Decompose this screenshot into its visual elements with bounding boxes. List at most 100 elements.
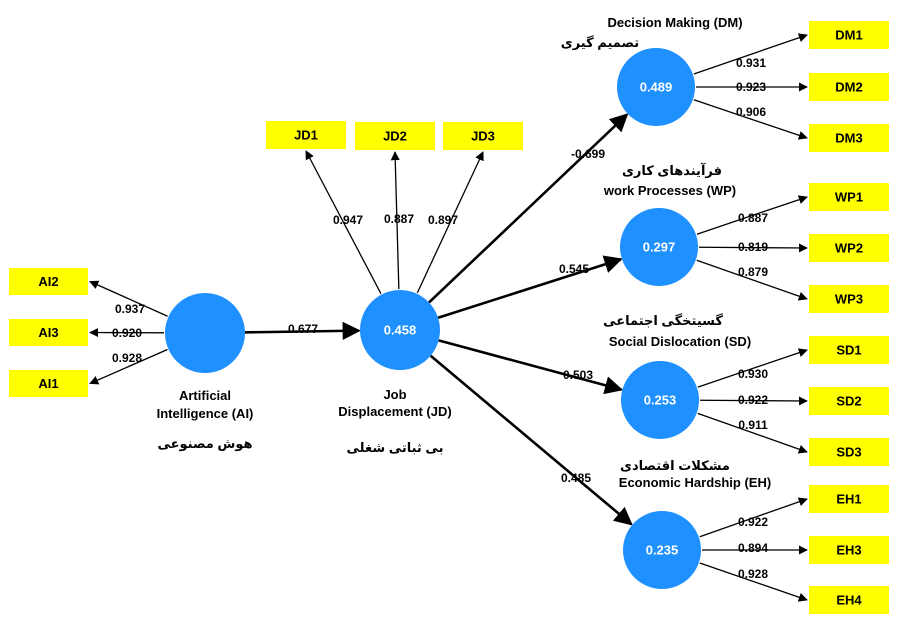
loading-sd2: 0.922: [737, 393, 769, 407]
loading-arrow-jd1: [305, 150, 382, 295]
loading-arrow-jd2: [390, 151, 400, 290]
indicator-label-jd1: JD1: [294, 128, 318, 143]
construct-jd: [360, 290, 440, 370]
loading-arrow-sd2: [699, 396, 808, 406]
loading-jd3: 0.897: [427, 213, 459, 227]
eh-name-farsi: مشکلات اقتصادی: [620, 458, 730, 473]
indicator-label-sd2: SD2: [836, 394, 861, 409]
loading-dm3: 0.906: [735, 105, 767, 119]
loading-eh1: 0.922: [737, 515, 769, 529]
loading-arrow-wp1: [696, 195, 808, 235]
loading-dm1: 0.931: [735, 56, 767, 70]
wp-name-en: work Processes (WP): [603, 183, 737, 198]
indicator-box-dm3: [809, 124, 889, 152]
jd-name-farsi: بی ثباتی شغلی: [346, 440, 444, 455]
r2-value-wp: 0.297: [643, 240, 676, 255]
sd-name-farsi: گسیتخگی اجتماعی: [603, 313, 723, 328]
loading-arrow-wp2: [698, 243, 808, 253]
indicator-label-jd3: JD3: [471, 129, 495, 144]
indicator-label-sd3: SD3: [836, 445, 861, 460]
construct-ai: [165, 293, 245, 373]
indicator-box-eh3: [809, 536, 889, 564]
ai-name-farsi: هوش مصنوعی: [157, 436, 253, 451]
path-coef-jd-eh: 0.485: [560, 471, 592, 485]
indicator-box-sd2: [809, 387, 889, 415]
indicator-box-wp3: [809, 285, 889, 313]
r2-value-jd: 0.458: [384, 323, 417, 338]
loading-sd1: 0.930: [737, 367, 769, 381]
r2-value-sd: 0.253: [644, 393, 677, 408]
loading-dm2: 0.923: [735, 80, 767, 94]
loading-arrow-dm3: [693, 99, 808, 140]
construct-sd: [621, 361, 699, 439]
loading-jd2: 0.887: [383, 212, 415, 226]
loading-arrow-sd1: [697, 348, 808, 388]
indicator-label-wp1: WP1: [835, 190, 863, 205]
loading-arrow-wp3: [696, 259, 808, 301]
indicator-label-eh3: EH3: [836, 543, 861, 558]
loading-arrow-dm1: [693, 33, 808, 75]
wp-name-farsi: فرآیندهای کاری: [621, 163, 722, 178]
indicator-label-sd1: SD1: [836, 343, 861, 358]
path-arrow-jd-wp: [437, 255, 623, 320]
indicator-box-jd3: [443, 122, 523, 150]
loading-eh3: 0.894: [737, 541, 769, 555]
path-arrow-ai-jd: [244, 321, 361, 340]
construct-dm: [617, 48, 695, 126]
indicator-label-ai2: AI2: [38, 274, 58, 289]
loading-ai1: 0.928: [111, 351, 143, 365]
loading-arrow-ai1: [89, 348, 168, 385]
indicator-box-dm2: [809, 73, 889, 101]
indicator-label-ai1: AI1: [38, 376, 58, 391]
r2-value-eh: 0.235: [646, 543, 679, 558]
eh-name-en: Economic Hardship (EH): [618, 475, 772, 490]
loading-jd1: 0.947: [332, 213, 364, 227]
indicator-label-eh4: EH4: [836, 593, 862, 608]
dm-name-farsi: تصمیم گیری: [560, 35, 640, 50]
loading-arrow-sd3: [697, 412, 808, 454]
jd-name-line2: Displacement (JD): [338, 404, 452, 419]
indicator-box-jd2: [355, 122, 435, 150]
indicator-box-jd1: [266, 121, 346, 149]
path-coef-jd-dm: -0.699: [570, 147, 606, 161]
construct-eh: [623, 511, 701, 589]
indicator-box-sd1: [809, 336, 889, 364]
indicator-label-eh1: EH1: [836, 492, 861, 507]
loading-arrow-eh4: [699, 562, 808, 602]
indicator-box-ai1: [9, 370, 88, 397]
loading-ai2: 0.937: [114, 302, 146, 316]
indicator-box-wp1: [809, 183, 889, 211]
loading-wp1: 0.887: [737, 211, 769, 225]
loading-sd3: 0.911: [738, 418, 768, 432]
indicator-label-dm2: DM2: [835, 80, 862, 95]
sd-name-en: Social Dislocation (SD): [608, 334, 752, 349]
indicator-box-ai3: [9, 319, 88, 346]
path-arrow-jd-sd: [438, 339, 624, 395]
loading-wp3: 0.879: [737, 265, 769, 279]
path-arrow-jd-dm: [428, 113, 629, 304]
r2-value-dm: 0.489: [640, 80, 673, 95]
path-coef-jd-wp: 0.545: [558, 262, 590, 276]
indicator-box-eh1: [809, 485, 889, 513]
path-coef-jd-sd: 0.503: [562, 368, 594, 382]
indicator-label-dm1: DM1: [835, 28, 862, 43]
loading-arrow-ai2: [89, 280, 168, 317]
construct-wp: [620, 208, 698, 286]
ai-name-line1: Artificial: [178, 388, 231, 403]
indicator-label-dm3: DM3: [835, 131, 862, 146]
loading-eh4: 0.928: [737, 567, 769, 581]
dm-name-en: Decision Making (DM): [607, 15, 743, 30]
path-coef-ai-jd: 0.677: [287, 322, 319, 336]
loading-wp2: 0.819: [737, 240, 769, 254]
ai-name-line2: Intelligence (AI): [156, 406, 254, 421]
indicator-label-jd2: JD2: [383, 129, 407, 144]
indicator-box-sd3: [809, 438, 889, 466]
indicator-label-ai3: AI3: [38, 325, 58, 340]
indicator-label-wp2: WP2: [835, 241, 863, 256]
indicator-box-eh4: [809, 586, 889, 614]
loading-arrow-eh1: [699, 497, 808, 538]
indicator-box-ai2: [9, 268, 88, 295]
